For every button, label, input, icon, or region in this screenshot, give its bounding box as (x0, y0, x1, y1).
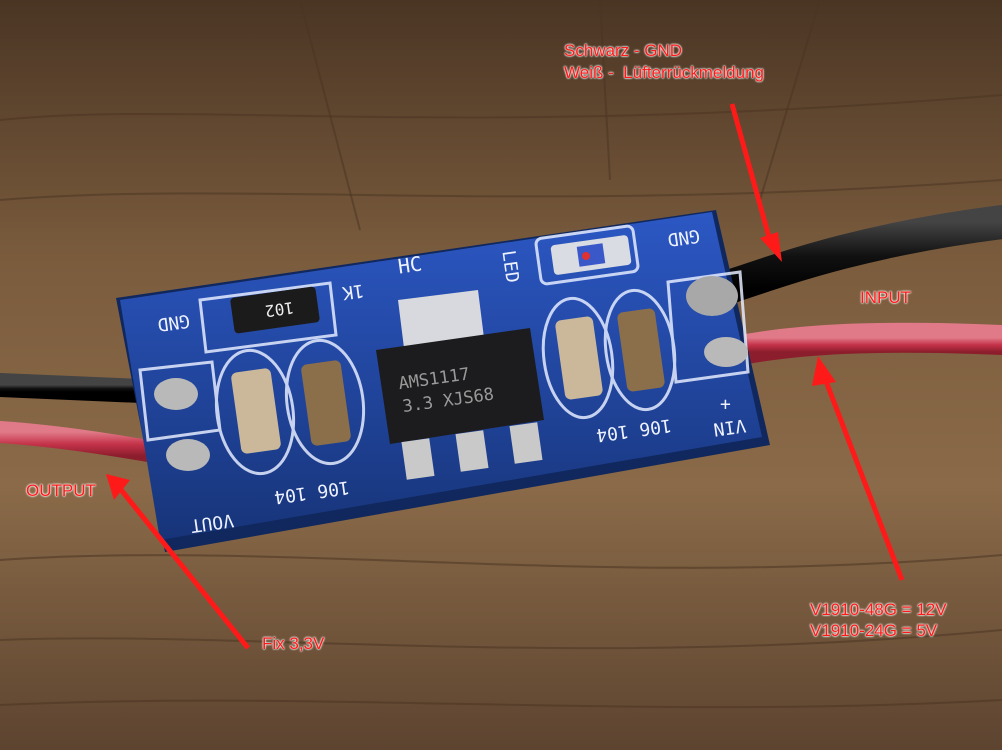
cap-left-2 (301, 360, 351, 446)
resistor (230, 286, 320, 334)
vout-plus-pad (166, 439, 210, 471)
pcb-resistor-text: 102 (264, 298, 295, 321)
pcb-gnd-right-text: GND (666, 225, 701, 250)
pcb-led-text: LED (497, 249, 522, 284)
input-red-wire (715, 322, 1002, 367)
regulator-tab (398, 290, 484, 348)
pcb-hc-text: HC (396, 251, 423, 278)
input-black-wire (703, 205, 1002, 307)
pcb-board (116, 210, 770, 552)
v1910-24g-label: V1910-24G = 5V (810, 621, 938, 640)
pcb-vin-text: VIN (712, 414, 747, 439)
regulator-chip (376, 328, 544, 444)
regulator-pin-1 (401, 438, 435, 480)
ground-wire-label: Schwarz - GND (564, 41, 683, 60)
arrow-to-output-red-wire (116, 484, 250, 650)
cap-right-2 (617, 308, 665, 392)
arrow-to-ground-wire (729, 103, 775, 249)
regulator-pin-2 (455, 430, 489, 472)
output-label: OUTPUT (26, 481, 96, 500)
pcb-gnd-left-text: GND (156, 310, 191, 335)
cap-right-1 (555, 316, 603, 400)
vout-gnd-pad (154, 378, 198, 410)
arrow-to-input-red-wire (821, 375, 905, 581)
v1910-48g-label: V1910-48G = 12V (810, 600, 947, 619)
cap-left-1 (231, 368, 281, 454)
pcb-1k-text: 1K (341, 279, 366, 303)
vin-gnd-pad (686, 276, 738, 316)
fixed-voltage-label: Fix 3,3V (262, 634, 325, 653)
vin-plus-pad (704, 337, 748, 367)
input-label: INPUT (860, 288, 911, 307)
pcb-plus-text: + (720, 394, 731, 415)
feedback-wire-label: Weiß - Lüfterrückmeldung (564, 63, 764, 82)
regulator-pin-3 (509, 422, 543, 464)
wood-grain (0, 0, 1002, 707)
